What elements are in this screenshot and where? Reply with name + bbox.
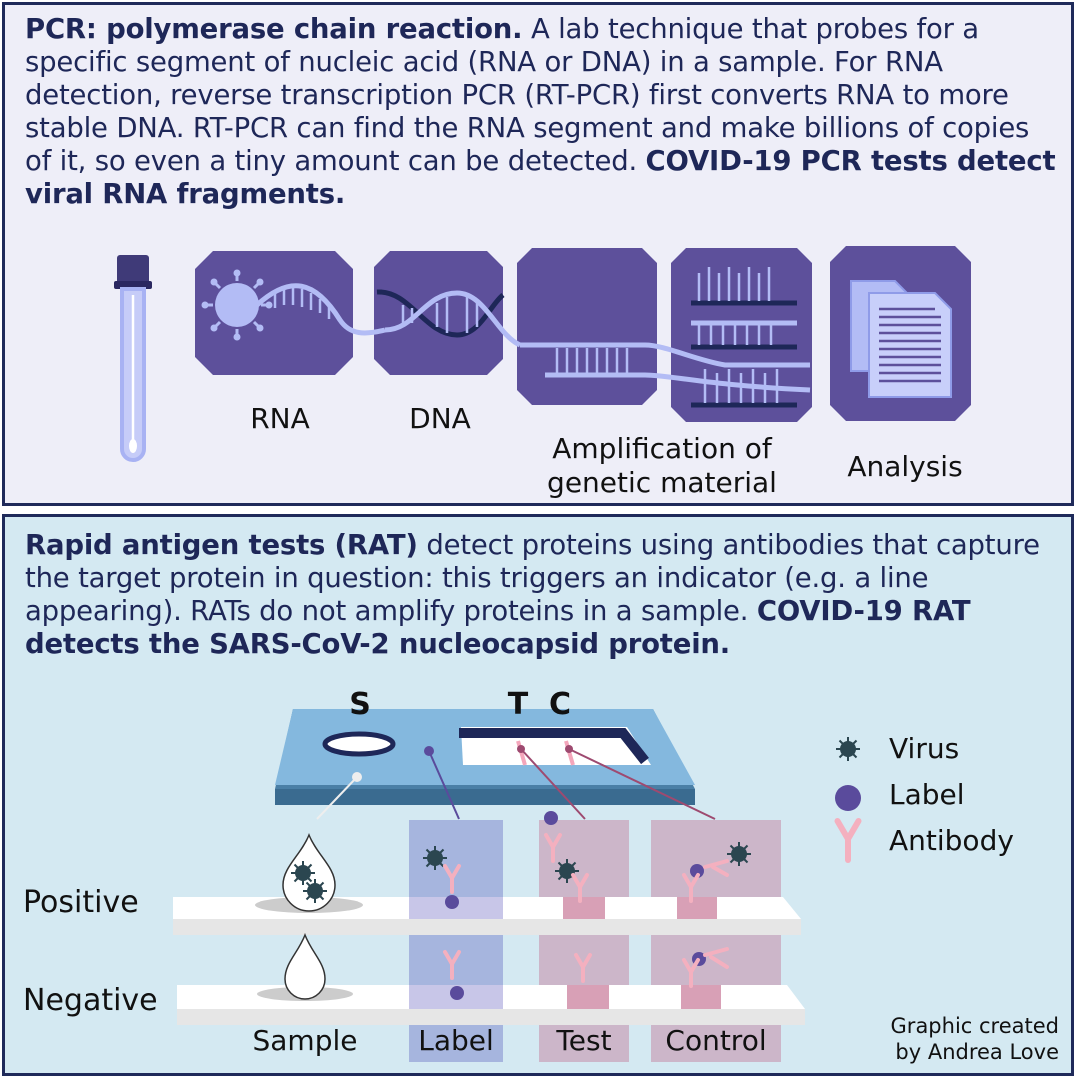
connector-lines	[316, 745, 716, 820]
amplification-tile-left	[517, 248, 657, 405]
pcr-body: A lab technique that probes for a specif…	[25, 13, 1030, 177]
amplified-strand	[520, 342, 810, 368]
rat-heading: Rapid antigen tests (RAT)	[25, 529, 418, 561]
positive-row-label: Positive	[23, 885, 139, 920]
virus-icon	[201, 269, 273, 341]
documents-icon	[850, 280, 952, 398]
amplification-label-line2: genetic material	[547, 466, 777, 499]
negative-row-label: Negative	[23, 983, 158, 1018]
dna-tile	[374, 251, 503, 375]
analysis-label: Analysis	[847, 450, 963, 483]
sample-letter: S	[349, 687, 371, 722]
dna-label: DNA	[409, 402, 471, 435]
test-tube-icon	[114, 255, 152, 462]
rna-tile	[195, 251, 353, 375]
credit-line1: Graphic created	[890, 1014, 1059, 1038]
control-line	[564, 740, 575, 766]
dna-copies	[691, 267, 797, 408]
dna-bases	[401, 297, 479, 333]
test-cassette	[275, 709, 695, 805]
amplified-bases	[555, 348, 629, 373]
legend-virus-icon	[835, 736, 861, 762]
test-letter: T	[507, 687, 529, 722]
primer-strand	[545, 372, 811, 393]
credit-line2: by Andrea Love	[895, 1040, 1059, 1064]
legend-label: Label	[889, 778, 965, 811]
sample-well	[322, 731, 396, 757]
sample-column-label: Sample	[252, 1024, 358, 1057]
legend-label-dot	[835, 785, 861, 811]
rat-description: Rapid antigen tests (RAT) detect protein…	[25, 529, 1057, 661]
pcr-description: PCR: polymerase chain reaction. A lab te…	[25, 13, 1057, 211]
dna-strand-dark	[376, 289, 505, 338]
rat-body: detect proteins using antibodies that ca…	[25, 529, 1040, 627]
rat-illustration	[173, 709, 1071, 1062]
legend-antibody-icon	[838, 821, 859, 860]
pcr-panel: PCR: polymerase chain reaction. A lab te…	[2, 2, 1074, 506]
negative-sample-drop	[284, 932, 326, 1000]
rna-label: RNA	[250, 402, 310, 435]
label-column-label: Label	[418, 1024, 494, 1057]
rat-panel: Rapid antigen tests (RAT) detect protein…	[2, 514, 1074, 1076]
legend-antibody: Antibody	[889, 824, 1014, 857]
control-letter: C	[548, 687, 572, 722]
rna-bases	[273, 288, 331, 319]
credit: Graphic created by Andrea Love	[891, 1013, 1059, 1065]
pcr-heading: PCR: polymerase chain reaction.	[25, 13, 523, 45]
control-column-label: Control	[665, 1024, 767, 1057]
rat-conclusion: COVID-19 RAT detects the SARS-CoV-2 nucl…	[25, 595, 971, 660]
rna-strand	[255, 283, 386, 336]
test-line	[516, 740, 527, 766]
legend-virus: Virus	[889, 732, 960, 765]
pcr-conclusion: COVID-19 PCR tests detect viral RNA frag…	[25, 145, 1056, 210]
amplification-label-line1: Amplification of	[552, 432, 772, 465]
pcr-illustration	[114, 246, 971, 462]
test-column-label: Test	[556, 1024, 612, 1057]
dna-strand-light	[384, 290, 522, 348]
